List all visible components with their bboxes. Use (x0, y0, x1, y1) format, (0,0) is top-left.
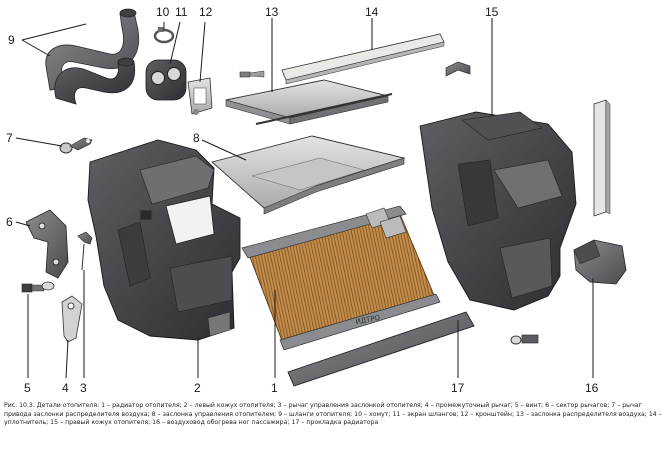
label-16: 16 (585, 381, 599, 395)
air-distributor-flap (225, 79, 393, 125)
label-2: 2 (194, 381, 201, 395)
vertical-seal (593, 99, 611, 217)
label-7: 7 (6, 131, 13, 145)
figure-caption: Рис. 10.3. Детали отопителя: 1 – радиато… (4, 402, 662, 448)
right-heater-housing (419, 111, 577, 311)
flap-control-lever (77, 231, 93, 271)
passenger-foot-duct (573, 239, 627, 285)
heater-radiator (241, 205, 441, 351)
screw-washer-right (510, 334, 539, 345)
label-5: 5 (24, 381, 31, 395)
seal-strip (281, 33, 445, 85)
small-bracket (445, 61, 471, 77)
part-numbers: 1 2 3 4 5 6 7 8 9 10 11 12 13 14 15 16 1… (6, 5, 599, 395)
label-14: 14 (365, 5, 379, 19)
hose-shield (145, 59, 187, 101)
label-15: 15 (485, 5, 499, 19)
heater-exploded-diagram: ИДТРО (6, 5, 627, 395)
radiator-gasket (287, 311, 475, 387)
label-1: 1 (271, 381, 278, 395)
bracket (187, 77, 213, 115)
label-8: 8 (193, 131, 200, 145)
heater-control-flap (211, 135, 406, 215)
label-13: 13 (265, 5, 279, 19)
leader-lines (15, 18, 594, 379)
label-6: 6 (6, 215, 13, 229)
label-11: 11 (175, 5, 188, 19)
screw (239, 70, 265, 78)
label-10: 10 (156, 5, 170, 19)
label-3: 3 (80, 381, 87, 395)
heater-hoses (45, 8, 140, 105)
distributor-drive-lever (59, 137, 93, 154)
screw-washer (21, 281, 55, 293)
label-12: 12 (199, 5, 213, 19)
lever-sector (25, 209, 69, 279)
caption-line: привода заслонки распределителя воздуха;… (4, 410, 662, 418)
intermediate-lever (61, 295, 83, 343)
caption-line: уплотнитель; 15 – правый кожух отопителя… (4, 419, 379, 427)
label-4: 4 (62, 381, 69, 395)
label-17: 17 (451, 381, 465, 395)
left-heater-housing (87, 139, 241, 341)
label-9: 9 (8, 33, 15, 47)
caption-line: Рис. 10.3. Детали отопителя: 1 – радиато… (4, 402, 642, 409)
